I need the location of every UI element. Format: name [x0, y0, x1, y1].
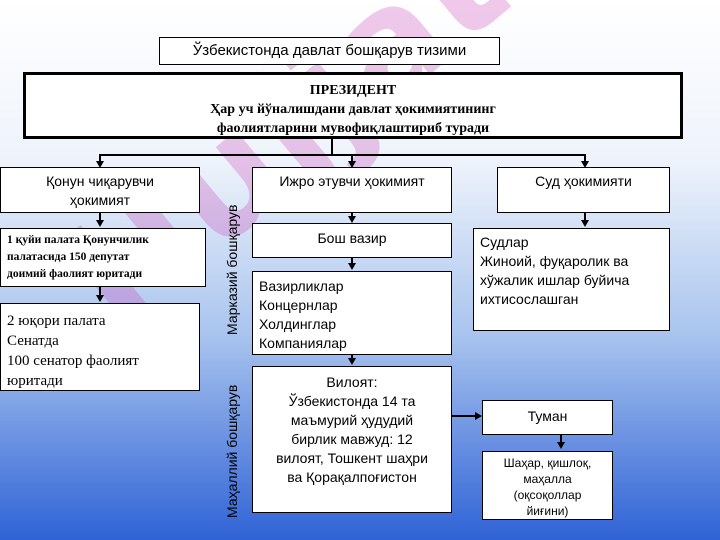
upper-chamber-line4: юритади: [7, 373, 63, 389]
courts-line3: хўжалик ишлар буйича: [480, 272, 630, 288]
courts-box: Судлар Жиноий, фуқаролик ва хўжалик ишла…: [473, 228, 670, 331]
executive-branch-box: Ижро этувчи ҳокимият: [252, 167, 452, 213]
arrow-to-courts: [581, 220, 589, 227]
judicial-branch-box: Суд ҳокимияти: [497, 167, 670, 213]
courts-line1: Судлар: [480, 234, 529, 250]
region-line2: Ўзбекистонда 14 та: [288, 393, 416, 409]
central-management-text: Марказий бошқарув: [224, 204, 240, 335]
companies-item: Компаниялар: [259, 335, 347, 351]
arrow-to-upper-chamber: [96, 295, 104, 302]
arrow-to-judicial: [581, 161, 589, 168]
upper-chamber-line1: 2 юқори палата: [7, 313, 106, 329]
district-label: Туман: [527, 408, 568, 424]
local-management-label: Маҳаллий бошқарув: [224, 385, 240, 518]
ministries-item: Вазирликлар: [259, 278, 344, 294]
ministries-box: Вазирликлар Концернлар Холдинглар Компан…: [252, 271, 452, 355]
president-box: ПРЕЗИДЕНТ Ҳар уч йўналишдани давлат ҳоки…: [23, 72, 683, 139]
prime-minister-label: Бош вазир: [317, 230, 387, 246]
region-box: Вилоят: Ўзбекистонда 14 та маъмурий ҳуду…: [252, 366, 452, 513]
district-box: Туман: [482, 400, 613, 435]
executive-label: Ижро этувчи ҳокимият: [279, 173, 425, 189]
president-line1: Ҳар уч йўналишдани давлат ҳокимиятининг: [210, 102, 496, 117]
president-heading: ПРЕЗИДЕНТ: [309, 83, 397, 98]
courts-line2: Жиноий, фуқаролик ва: [480, 253, 629, 269]
local-box: Шаҳар, қишлоқ, маҳалла (оқсоқоллар йиғин…: [482, 451, 613, 520]
local-line3: (оқсоқоллар: [513, 488, 582, 502]
connector-legislative-lower: [99, 213, 101, 221]
region-line6: ва Қорақалпоғистон: [287, 469, 417, 485]
legislative-branch-box: Қонун чиқарувчи ҳокимият: [0, 167, 200, 213]
page-title-text: Ўзбекистонда давлат бошқарув тизими: [192, 42, 467, 59]
region-line3: маъмурий ҳудудий: [290, 412, 414, 428]
local-line1: Шаҳар, қишлоқ,: [503, 456, 592, 470]
local-management-text: Маҳаллий бошқарув: [224, 384, 240, 518]
arrow-to-executive: [348, 161, 356, 168]
local-line2: маҳалла: [523, 472, 572, 486]
page-title: Ўзбекистонда давлат бошқарув тизими: [159, 37, 500, 65]
connector-pm-ministries: [351, 258, 353, 264]
lower-chamber-box: 1 қуйи палата Қонунчилик палатасида 150 …: [0, 228, 206, 287]
central-management-label: Марказий бошқарув: [224, 205, 240, 335]
connector-to-judicial: [584, 154, 586, 162]
connector-region-district: [452, 415, 476, 417]
connector-executive-pm: [351, 213, 353, 217]
connector-judicial-courts: [584, 213, 586, 221]
legislative-line1: Қонун чиқарувчи: [46, 173, 154, 189]
lower-chamber-line1: 1 қуйи палата Қонунчилик: [7, 234, 149, 246]
region-line5: вилоят, Тошкент шаҳри: [276, 450, 428, 466]
judicial-label: Суд ҳокимияти: [535, 173, 632, 189]
concerns-item: Концернлар: [259, 297, 338, 313]
connector-to-executive: [351, 154, 353, 162]
connector-district-local: [560, 435, 562, 443]
connector-branches-horizontal: [100, 154, 586, 156]
arrow-to-ministries: [348, 263, 356, 270]
upper-chamber-box: 2 юқори палата Сенатда 100 сенатор фаоли…: [0, 303, 200, 391]
upper-chamber-line3: 100 сенатор фаолият: [7, 353, 139, 369]
arrow-to-region: [348, 358, 356, 365]
arrow-to-local: [557, 442, 565, 449]
upper-chamber-line2: Сенатда: [7, 333, 59, 349]
connector-ministries-region: [351, 355, 353, 359]
legislative-line2: ҳокимият: [69, 192, 131, 208]
arrow-to-legislative: [96, 161, 104, 168]
courts-line4: ихтисослашган: [480, 291, 579, 307]
local-line4: йиғини): [526, 504, 569, 518]
lower-chamber-line2: палатасида 150 депутат: [7, 251, 130, 263]
prime-minister-box: Бош вазир: [252, 223, 452, 258]
connector-to-legislative: [99, 154, 101, 162]
arrow-to-prime-minister: [348, 216, 356, 223]
region-line1: Вилоят:: [326, 374, 378, 390]
region-line4: бирлик мавжуд: 12: [291, 431, 413, 447]
holdings-item: Холдинглар: [259, 316, 337, 332]
connector-president-down: [331, 139, 333, 155]
president-line2: фаолиятларини мувофиқлаштириб туради: [216, 121, 490, 136]
arrow-to-district: [475, 412, 482, 420]
connector-lower-upper: [99, 287, 101, 296]
arrow-to-lower-chamber: [96, 220, 104, 227]
lower-chamber-line3: доимий фаолият юритади: [7, 268, 143, 280]
